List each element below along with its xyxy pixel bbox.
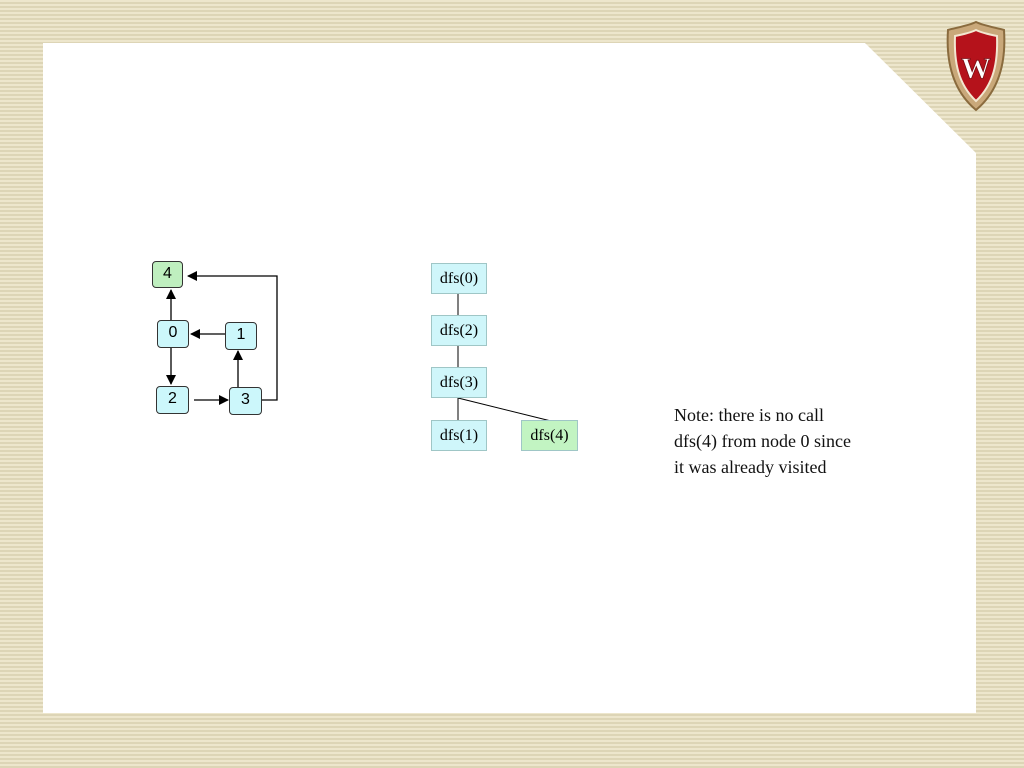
graph-node-0-label: 0 xyxy=(168,324,178,341)
tree-node-dfs0-label: dfs(0) xyxy=(439,270,479,287)
note-line-1: Note: there is no call xyxy=(674,405,824,425)
graph-node-4: 4 xyxy=(152,261,183,288)
note-line-2: dfs(4) from node 0 since xyxy=(674,431,851,451)
graph-node-4-label: 4 xyxy=(163,265,172,282)
tree-node-dfs4-label: dfs(4) xyxy=(530,427,569,444)
tree-node-dfs2: dfs(2) xyxy=(431,315,487,346)
graph-edges xyxy=(166,271,278,405)
graph-node-2: 2 xyxy=(156,386,189,414)
graph-node-0: 0 xyxy=(157,320,189,348)
tree-edge-dfs3-dfs4 xyxy=(457,397,552,422)
tree-node-dfs3-label: dfs(3) xyxy=(439,374,479,391)
tree-node-dfs4: dfs(4) xyxy=(521,420,578,451)
explanatory-note: Note: there is no call dfs(4) from node … xyxy=(674,402,904,480)
tree-node-dfs1-label: dfs(1) xyxy=(439,427,479,444)
tree-node-dfs1: dfs(1) xyxy=(431,420,487,451)
graph-node-3: 3 xyxy=(229,387,262,415)
university-crest-logo: W xyxy=(946,20,1006,112)
note-line-3: it was already visited xyxy=(674,457,827,477)
graph-node-1-label: 1 xyxy=(236,326,246,343)
crest-letter: W xyxy=(961,52,991,85)
graph-node-2-label: 2 xyxy=(168,390,177,407)
graph-node-1: 1 xyxy=(225,322,257,350)
call-tree-edges xyxy=(457,293,552,422)
slide-canvas: 4 0 1 2 3 dfs(0) dfs(2) dfs(3) xyxy=(43,43,976,713)
crest-shield xyxy=(953,28,999,103)
tree-node-dfs3: dfs(3) xyxy=(431,367,487,398)
graph-node-3-label: 3 xyxy=(241,391,250,408)
edge-3-to-4 xyxy=(187,271,278,401)
tree-node-dfs0: dfs(0) xyxy=(431,263,487,294)
tree-node-dfs2-label: dfs(2) xyxy=(439,322,479,339)
